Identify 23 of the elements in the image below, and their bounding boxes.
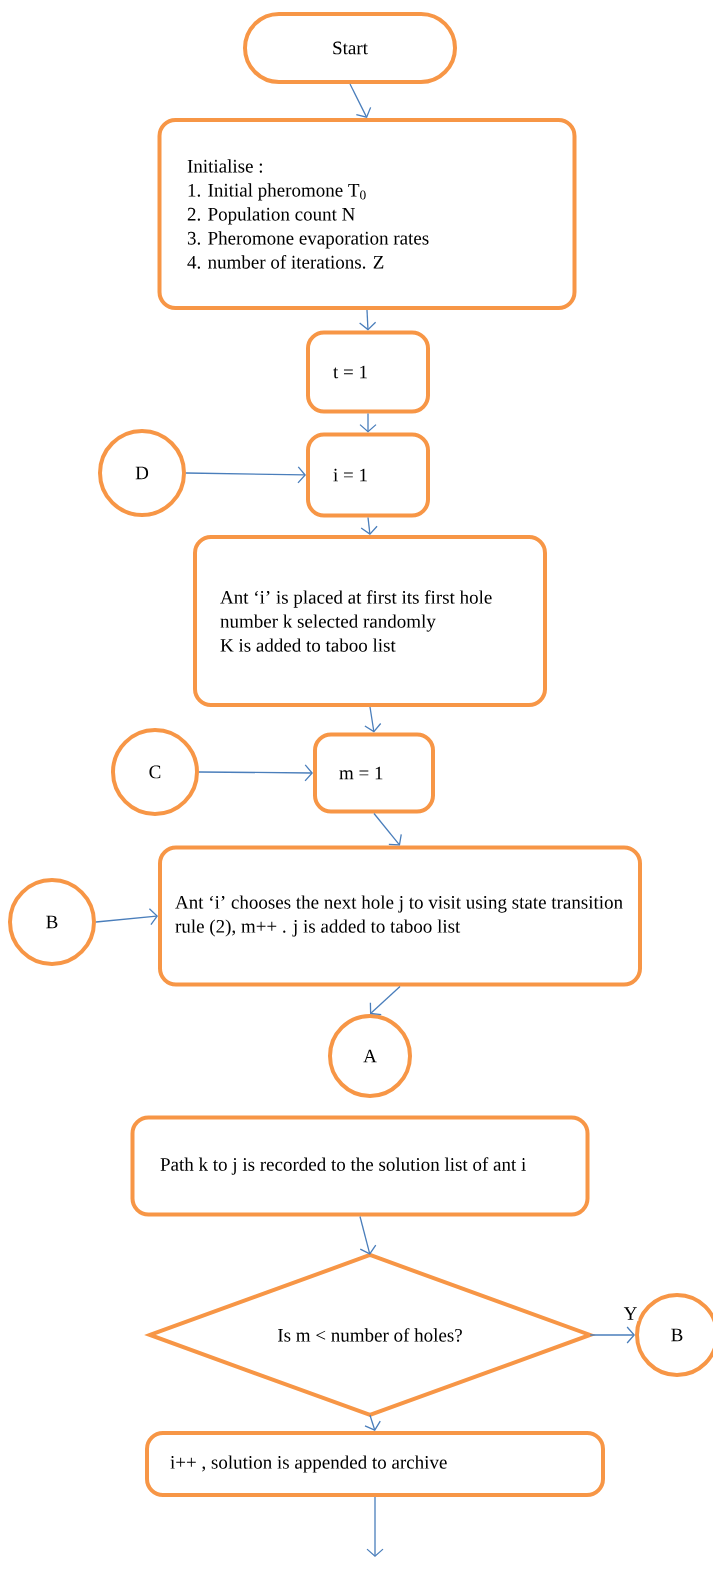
process-box: i++ , solution is appended to archive (145, 1431, 605, 1497)
arrow (359, 1215, 377, 1255)
arrow (360, 516, 378, 535)
process-box: Path k to j is recorded to the solution list of ant i (130, 1115, 590, 1217)
arrow (359, 309, 377, 331)
edge-label: Y (622, 1306, 639, 1321)
arrow (366, 1496, 384, 1557)
process-box: i = 1 (306, 432, 430, 518)
arrow (359, 412, 377, 433)
process-box: Initialise : 1. Initial pheromone T$_{0}$ 2. Population count N 3. Pheromone evaporation rates 4. number of iterations. Z (157, 118, 577, 310)
start-terminal: Start (243, 12, 457, 84)
process-box: Ant ‘i’ is placed at first its first hole number k selected randomly K is added to taboo list (193, 535, 547, 707)
arrow (349, 83, 372, 118)
process-box: m = 1 (313, 732, 435, 814)
arrow (364, 706, 382, 733)
arrow (369, 985, 401, 1016)
process-box: Ant ‘i’ chooses the next hole j to visit using state transition rule (2), m++ . j is added to taboo list (158, 845, 642, 987)
process-box: t = 1 (306, 330, 430, 414)
arrow (185, 466, 306, 484)
arrow (95, 908, 158, 926)
arrow (373, 812, 402, 846)
arrow (198, 764, 313, 782)
arrow (589, 1326, 635, 1344)
